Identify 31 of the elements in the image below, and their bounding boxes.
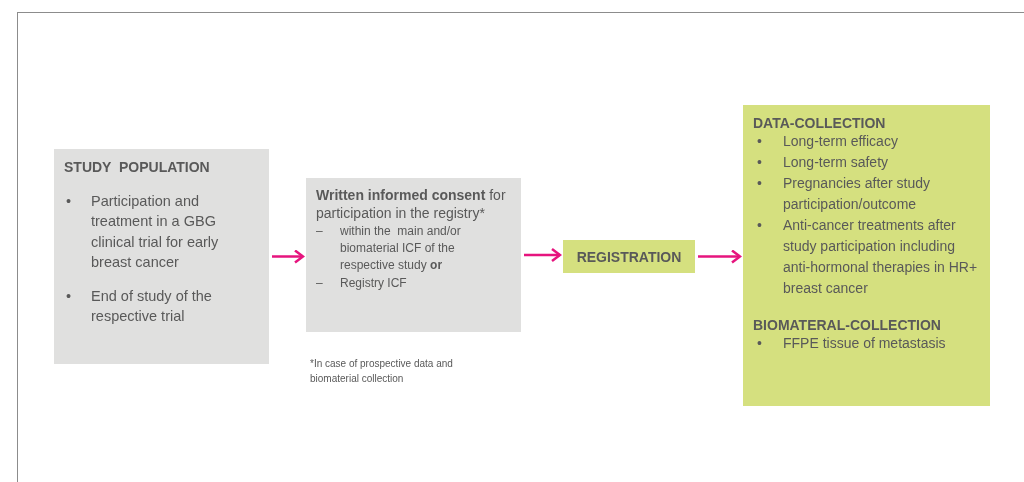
bullet-item: End of study of the respective trial: [91, 287, 213, 327]
bullet-marker: •: [65, 192, 73, 211]
bullet-item: Pregnancies after study participation/outcome: [783, 174, 932, 214]
process-box: [743, 105, 990, 406]
bullet-item: FFPE tissue of metastasis: [783, 334, 947, 353]
dash-item: Registry ICF: [340, 274, 408, 292]
arrow: [524, 247, 562, 263]
bullet-item: Anti-cancer treatments after study participation including anti-hormonal therapies in HR+ breast cancer: [783, 216, 979, 298]
bullet-marker: •: [65, 287, 73, 307]
process-box: [54, 149, 269, 364]
footnote: *In case of prospective data and biomaterial collection: [310, 357, 454, 386]
box-heading: STUDY POPULATION: [64, 159, 211, 175]
box-text: Written informed consent for participation in the registry*: [316, 186, 507, 223]
box-heading: BIOMATERAL-COLLECTION: [753, 317, 942, 333]
arrow: [698, 249, 742, 264]
bullet-item: Participation and treatment in a GBG clinical trial for early breast cancer: [91, 192, 220, 272]
bullet-marker: –: [316, 223, 324, 241]
arrow: [272, 249, 305, 264]
bullet-item: Long-term safety: [783, 153, 890, 172]
bullet-marker: –: [316, 274, 324, 292]
bullet-marker: •: [756, 216, 763, 235]
bullet-marker: •: [756, 153, 763, 172]
box-heading: DATA-COLLECTION: [753, 115, 887, 131]
bullet-marker: •: [756, 174, 763, 193]
box-heading: REGISTRATION: [576, 248, 682, 265]
dash-item: within the main and/or biomaterial ICF of the respective study or: [340, 223, 462, 274]
bullet-marker: •: [756, 132, 763, 151]
process-box: [306, 178, 521, 332]
bullet-item: Long-term efficacy: [783, 132, 899, 151]
bullet-marker: •: [756, 334, 763, 353]
process-box: [563, 240, 695, 273]
